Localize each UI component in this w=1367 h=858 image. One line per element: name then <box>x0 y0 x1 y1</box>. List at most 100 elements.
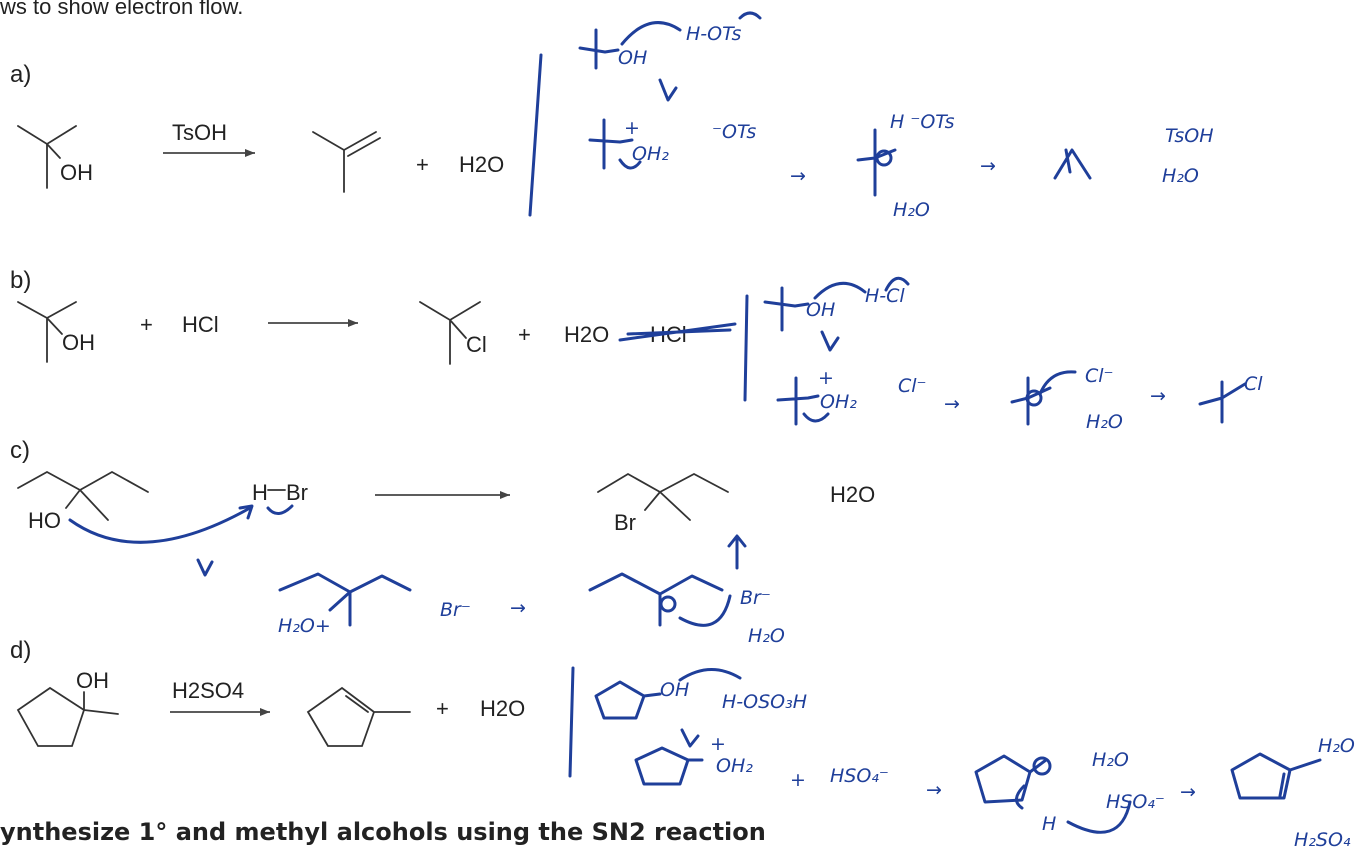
mechanism-b: OH H-Cl + OH₂ Cl⁻ → Cl⁻ H₂O → Cl <box>763 276 1263 433</box>
hw-water-c: H₂O <box>748 625 785 647</box>
mechanism-a: OH H-OTs + OH₂ ⁻OTs → H ⁻OTs → H₂O TsOH … <box>578 11 1214 221</box>
problem-c: c) HO H Br Br H2O H₂O+ Br⁻ → Br⁻ H₂O <box>10 437 875 647</box>
isobutylene-skeleton <box>312 131 377 193</box>
hw-curved-arrow-c2 <box>266 504 294 515</box>
reaction-arrowhead-c <box>500 491 510 499</box>
hw-curved-arrow-c1 <box>68 506 252 544</box>
hw-curved-arrow-d2 <box>1015 784 1026 810</box>
hw-oh2-b: OH₂ <box>820 391 857 413</box>
hw-tbutanol-b <box>763 286 810 332</box>
hw-cl-b: Cl <box>1244 373 1263 395</box>
hw-oh-a: OH <box>618 47 647 69</box>
hw-water-d-mid: H₂O <box>1092 749 1129 771</box>
hw-cyclopentanol-d <box>594 680 662 720</box>
reagent-h2so4: H2SO4 <box>172 678 244 703</box>
mechanism-c: H₂O+ Br⁻ → Br⁻ H₂O <box>68 504 785 647</box>
hw-alkene-a <box>1053 148 1092 180</box>
hw-oxonium-skeleton <box>278 572 412 627</box>
header-text: ws to show electron flow. <box>0 0 243 19</box>
reaction-arrowhead-a <box>245 149 255 157</box>
divider-d <box>568 666 575 778</box>
hw-cation-charge-c <box>659 595 677 613</box>
oh-bond <box>46 143 61 159</box>
hw-carbocation-skeleton-c <box>588 572 724 627</box>
br-text-c: Br <box>286 480 308 505</box>
hw-ots-a: ⁻OTs <box>712 121 756 143</box>
hw-plus-a: + <box>624 117 640 139</box>
plus-a: + <box>416 152 429 177</box>
hw-arrowhead-c1 <box>238 504 254 520</box>
hw-h2o-plus: H₂O+ <box>278 615 331 637</box>
hw-plus-charge-d: + <box>710 733 726 755</box>
hw-h-small-d: H <box>1042 813 1056 835</box>
hw-tbutanol-2 <box>588 118 634 170</box>
water-a: H2O <box>459 152 504 177</box>
hw-hcl-b: H-Cl <box>865 285 905 307</box>
hw-down-arrow-c <box>196 558 214 577</box>
cyclopentanol-skeleton <box>16 686 119 747</box>
hw-arrow-b2: → <box>1150 385 1166 407</box>
problem-d: d) OH H2SO4 + H2O OH H-OSO₃H + OH₂ + HSO… <box>10 637 1355 851</box>
divider-b <box>743 294 749 402</box>
tertiary-alcohol-skeleton <box>17 470 149 521</box>
hw-h-ots-a: H ⁻OTs <box>890 111 955 133</box>
hw-curved-arrow-b2 <box>884 276 910 292</box>
hw-double-bond-d <box>1278 772 1286 798</box>
hw-arrow-b1: → <box>944 393 960 415</box>
tertiary-bromide-skeleton <box>597 472 729 521</box>
hw-alkene-ring-d <box>1230 752 1322 800</box>
hw-curved-arrow-a1 <box>620 21 682 46</box>
tbutyl-chloride-skeleton <box>419 301 481 365</box>
hw-tbutanol-1 <box>578 28 620 70</box>
mechanism-d: OH H-OSO₃H + OH₂ + HSO₄⁻ → H H₂O HSO₄⁻ →… <box>594 668 1355 851</box>
hw-hots: H-OTs <box>686 23 741 45</box>
hw-plus-b: + <box>818 367 834 389</box>
oh-text-d: OH <box>76 668 109 693</box>
label-b: b) <box>10 267 31 294</box>
hw-clminus2-b: Cl⁻ <box>1085 365 1114 387</box>
label-c: c) <box>10 437 30 464</box>
hw-product-b <box>1198 380 1247 424</box>
plus-b1: + <box>140 312 153 337</box>
oh-text-b: OH <box>62 330 95 355</box>
plus-d: + <box>436 696 449 721</box>
hw-hoso3h: H-OSO₃H <box>722 691 807 713</box>
hw-brminus2-c: Br⁻ <box>740 587 771 609</box>
water-c: H2O <box>830 482 875 507</box>
reagent-hcl: HCl <box>182 312 219 337</box>
water-d: H2O <box>480 696 525 721</box>
ho-text-c: HO <box>28 508 61 533</box>
hw-curved-arrow-b1 <box>813 281 867 300</box>
hw-cyclopentanol-d2 <box>634 746 704 786</box>
water-b: H2O <box>564 322 609 347</box>
hw-plus-d: + <box>790 769 806 791</box>
double-bond-a <box>347 137 381 157</box>
hw-tbutanol-b2 <box>776 376 820 426</box>
hw-curved-arrow-b3 <box>802 412 830 423</box>
hw-cation-charge-b <box>1025 389 1043 407</box>
hw-down-arrow-b <box>820 330 840 352</box>
hw-curved-arrow-b4 <box>1038 370 1077 396</box>
hw-hso4-d: HSO₄⁻ <box>830 765 889 787</box>
hw-arrow-a1: → <box>790 165 806 187</box>
hw-water-d-right: H₂O <box>1318 735 1355 757</box>
hw-water-a-right: H₂O <box>1162 165 1199 187</box>
double-bond-d <box>345 695 369 713</box>
strike-through-b <box>618 322 737 342</box>
hw-h2so4-d: H₂SO₄ <box>1294 829 1351 851</box>
cl-text-b: Cl <box>466 332 487 357</box>
hw-down-arrow-d <box>680 728 700 748</box>
hw-cation-charge-d <box>1032 756 1052 776</box>
hw-tsoh-a: TsOH <box>1165 125 1214 147</box>
reaction-arrowhead-d <box>260 708 270 716</box>
hw-up-arrow-c <box>727 534 747 570</box>
hw-oh2-a: OH₂ <box>632 143 669 165</box>
hw-oh-d: OH <box>660 679 689 701</box>
plus-b2: + <box>518 322 531 347</box>
footer-heading: ynthesize 1° and methyl alcohols using t… <box>0 818 766 846</box>
problem-a: a) OH TsOH + H2O OH H-OTs + OH₂ ⁻OTs → <box>10 11 1214 221</box>
hw-water-a-mid: H₂O <box>893 199 930 221</box>
hw-arrow-d2: → <box>1180 781 1196 803</box>
hw-curved-arrow-c3 <box>678 594 732 627</box>
